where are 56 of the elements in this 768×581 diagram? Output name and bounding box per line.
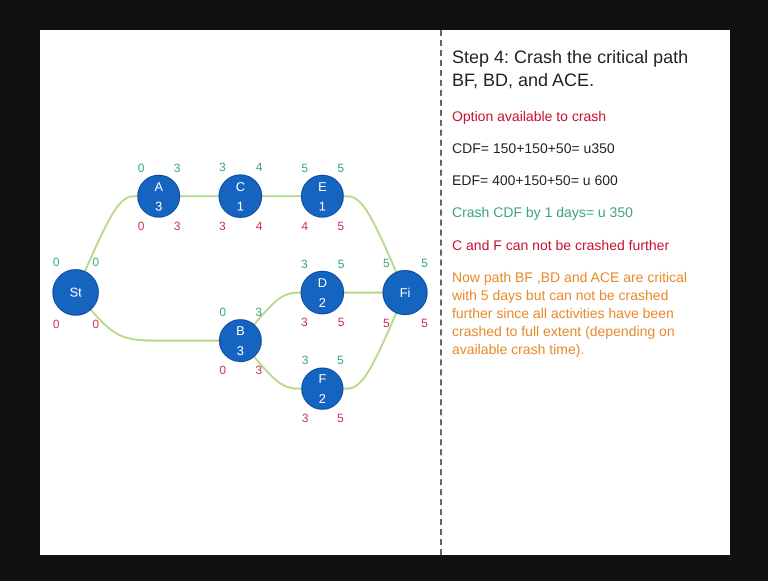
note-text: CDF= 150+150+50= u350 [452, 138, 616, 158]
node-circle [52, 270, 99, 316]
note-text: Now path BF ,BD and ACE are critical with 5 days but can not be crashed further since all activities have been crashed to full extent (depending on available crash time). [452, 268, 688, 359]
time-value: 0 [219, 363, 226, 378]
time-value: 0 [92, 316, 100, 331]
time-value: 3 [219, 218, 226, 233]
time-value: 3 [255, 363, 262, 378]
time-value: 3 [301, 315, 308, 330]
time-value: 3 [301, 256, 308, 271]
time-value: 3 [255, 305, 262, 320]
connector [262, 196, 302, 198]
time-value: 5 [336, 353, 344, 368]
time-value: 0 [92, 255, 100, 270]
time-value: 5 [337, 160, 344, 175]
time-value: 0 [138, 218, 144, 233]
time-value: 5 [338, 315, 344, 330]
time-value: 5 [336, 410, 344, 425]
time-value: 5 [421, 256, 428, 270]
time-value: 3 [302, 410, 308, 425]
node-circle [300, 271, 344, 315]
node-circle [218, 174, 262, 218]
time-value: 3 [174, 218, 180, 233]
connector [344, 292, 384, 294]
time-value: 0 [52, 316, 60, 331]
node-circle [137, 175, 180, 218]
time-value: 0 [52, 255, 60, 270]
node-circle [300, 175, 344, 218]
time-value: 0 [138, 160, 144, 175]
connector [343, 312, 398, 390]
time-value: 4 [256, 160, 262, 174]
time-value: 5 [301, 160, 308, 175]
time-value: 3 [174, 160, 180, 175]
time-value: 4 [256, 218, 262, 233]
time-value: 5 [337, 218, 344, 233]
connector [253, 356, 302, 390]
node-circle [301, 368, 344, 410]
node-circle [382, 270, 428, 316]
connector [180, 196, 220, 198]
connector [253, 292, 302, 326]
connector [90, 309, 220, 342]
node-circle [218, 320, 262, 363]
connector [343, 196, 398, 274]
time-value: 4 [301, 218, 308, 233]
time-value: 0 [219, 305, 226, 320]
note-text: Crash CDF by 1 days= u 350 [452, 203, 634, 222]
time-value: 5 [338, 256, 344, 271]
connector [84, 196, 138, 272]
time-value: 5 [383, 256, 390, 270]
time-value: 3 [302, 353, 308, 368]
time-value: 3 [219, 160, 226, 174]
time-value: 5 [383, 316, 390, 330]
note-text: C and F can not be crashed further [452, 236, 670, 254]
note-text: EDF= 400+150+50= u 600 [452, 171, 619, 190]
slide-title: Step 4: Crash the critical path BF, BD, and ACE. [452, 46, 690, 92]
note-text: Option available to crash [452, 106, 608, 125]
time-value: 5 [421, 316, 428, 330]
